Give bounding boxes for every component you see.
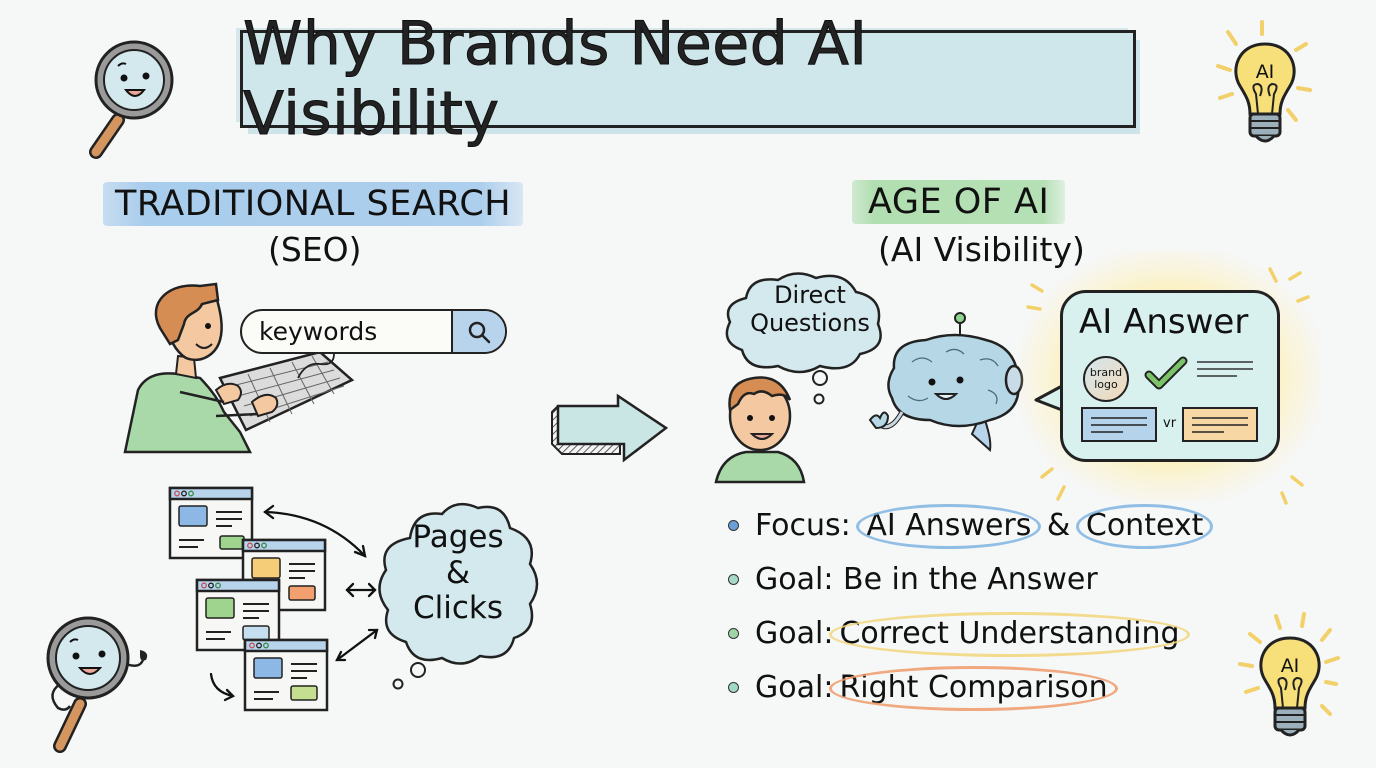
web-pages-illustration (165, 484, 545, 724)
bullet-dot-icon (728, 627, 739, 639)
search-input[interactable]: keywords (259, 317, 378, 346)
direct-questions-label: Direct Questions (750, 281, 870, 337)
search-icon (468, 321, 491, 343)
person-asking-illustration (712, 364, 812, 484)
text-lines-icon (1195, 358, 1255, 382)
person-typing-illustration (120, 282, 370, 457)
comparison-card-right (1182, 407, 1258, 443)
svg-text:AI: AI (1256, 61, 1275, 83)
age-of-ai-heading: AGE OF AI (852, 180, 1066, 224)
list-item: Goal: Correct Understanding (728, 610, 1209, 657)
versus-label: vr (1163, 416, 1177, 431)
pages-clicks-label: Pages & Clicks (412, 519, 504, 627)
speech-bubble-tail (1032, 384, 1064, 414)
bullet-dot-icon (728, 681, 739, 693)
keyword-search-bar[interactable]: keywords (240, 309, 507, 354)
traditional-search-heading: TRADITIONAL SEARCH (103, 182, 524, 226)
list-item: Goal: Be in the Answer (728, 556, 1209, 602)
list-item: Focus: AI Answers & Context (728, 502, 1213, 549)
title-banner: Why Brands Need AI Visibility (240, 9, 1136, 150)
glow-rays-icon (1024, 255, 1324, 505)
ai-answer-title: AI Answer (1079, 302, 1249, 342)
list-item: Goal: Right Comparison (728, 664, 1209, 711)
direct-questions-cloud (720, 268, 890, 388)
seo-subheading: (SEO) (268, 230, 362, 269)
waving-magnifier-mascot-icon (40, 604, 160, 764)
svg-text:AI: AI (1281, 655, 1300, 677)
pages-clicks-cloud (370, 498, 545, 694)
brand-logo: brand logo (1083, 356, 1129, 402)
magnifier-mascot-icon (88, 20, 188, 160)
checkmark-icon (1144, 356, 1188, 391)
thought-bubble-dot-icon (812, 392, 826, 406)
lightbulb-icon: AI (1210, 18, 1320, 158)
goals-list: Focus: AI Answers & Context Goal: Be in … (728, 502, 1213, 711)
lightbulb-icon: AI (1238, 612, 1348, 752)
comparison-card-left (1081, 407, 1157, 443)
bullet-dot-icon (728, 519, 739, 531)
ai-brain-robot-illustration (862, 308, 1032, 458)
search-button[interactable] (451, 311, 505, 352)
transition-arrow-icon (548, 393, 669, 476)
bullet-dot-icon (728, 573, 739, 585)
page-title: Why Brands Need AI Visibility (243, 9, 868, 150)
